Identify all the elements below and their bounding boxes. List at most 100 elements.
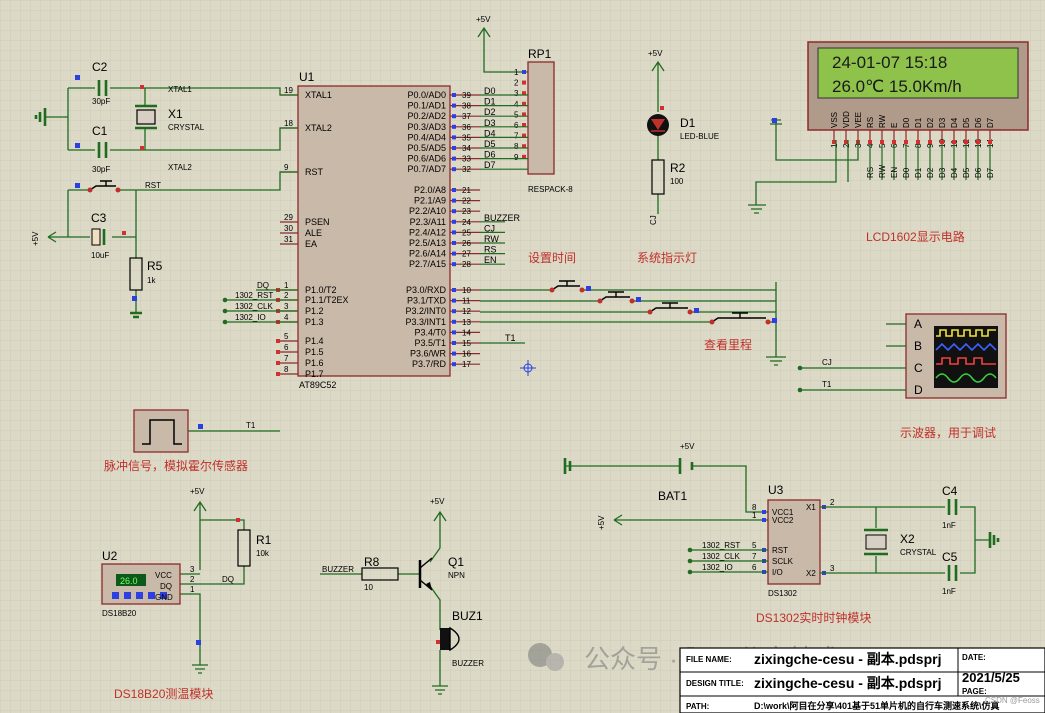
crystal-oscillator[interactable]: C2 30pF C1 30pF X1 CRYSTAL XTAL1 XTAL2 [34, 60, 298, 174]
data-bus-label: D5 [484, 139, 496, 149]
u2-ref: U2 [102, 549, 118, 563]
mcu-pin-num: 30 [284, 224, 293, 233]
q1-ref: Q1 [448, 555, 464, 569]
mcu-pin-name: P3.7/RD [412, 359, 447, 369]
d1-part: LED-BLUE [680, 132, 719, 141]
lcd1602[interactable]: 24-01-07 15:18 26.0℃ 15.0Km/h VSS1VDD2VE… [748, 41, 1029, 244]
rst-net: RST [145, 181, 161, 190]
buz1-ref: BUZ1 [452, 609, 483, 623]
ds-pin-dq: DQ [160, 582, 172, 591]
buzzer-driver[interactable]: +5V Q1 NPN R8 10 BUZZER BUZ1 BUZZER [320, 497, 484, 695]
rp1-pin-num: 4 [514, 100, 519, 109]
mcu-pin-name: P2.2/A10 [409, 206, 446, 216]
mcu-pin-name: P3.5/T1 [414, 338, 446, 348]
c4-ref: C4 [942, 484, 958, 498]
q1-part: NPN [448, 571, 465, 580]
mcu-pin-name: P3.0/RXD [406, 285, 447, 295]
scope-ch-d: D [914, 383, 923, 397]
lcd-pin-num: 1 [830, 143, 839, 148]
led-vcc-label: +5V [648, 49, 663, 58]
mcu-pin-num: 11 [462, 297, 471, 306]
mcu-pin-name: P3.2/INT0 [405, 306, 446, 316]
mcu-pin-name: P0.2/AD2 [407, 111, 446, 121]
mcu-pin-num: 37 [462, 112, 471, 121]
u3-part: DS1302 [768, 589, 797, 598]
file-name: zixingche-cesu - 副本.pdsprj [754, 651, 941, 667]
clk1302-net: 1302_CLK [235, 302, 273, 311]
data-bus-label: D1 [484, 97, 496, 107]
r8-val: 10 [364, 583, 373, 592]
mcu-pin-name: P3.1/TXD [407, 296, 447, 306]
lcd-pin-name: D2 [926, 117, 935, 128]
rtc-clk-net: 1302_CLK [702, 552, 740, 561]
led-circuit[interactable]: +5V D1 LED-BLUE R2 100 CJ 系统指示灯 [637, 49, 719, 265]
rtc-pin-name: X1 [806, 503, 816, 512]
r1-val: 10k [256, 549, 270, 558]
lcd-net-label: RS [866, 167, 875, 178]
p2-net-label: BUZZER [484, 213, 521, 223]
mcu-pin-name: P1.6 [305, 358, 324, 368]
mcu-pin-num: 13 [462, 318, 471, 327]
mcu-pin-name: P1.4 [305, 336, 324, 346]
ds-pinnum-1: 1 [190, 585, 195, 594]
mcu-pin-num: 34 [462, 144, 471, 153]
mcu-pin-num: 4 [284, 313, 289, 322]
scope-ch-b: B [914, 339, 922, 353]
button-array[interactable]: 设置时间 查看里程 [480, 251, 786, 366]
lcd-net-label: D4 [950, 167, 959, 178]
date-value: 2021/5/25 [962, 670, 1020, 685]
lcd-pin-name: D3 [938, 117, 947, 128]
rp1-part: RESPACK-8 [528, 185, 573, 194]
p2-net-label: RW [484, 234, 499, 244]
ds1302-rtc[interactable]: +5V BAT1 +5V U3 DS1302 VCC18VCC21RST5SCL… [563, 442, 1000, 625]
rtc-pin-num: 1 [752, 511, 757, 520]
oscilloscope[interactable]: A B C D CJ T1 示波器，用于调试 [797, 313, 1007, 440]
ds-pinnum-3: 3 [190, 565, 195, 574]
mcu-pin-name: RST [305, 167, 324, 177]
lcd-pin-num: 2 [842, 143, 851, 148]
pulse-caption: 脉冲信号，模拟霍尔传感器 [104, 458, 248, 473]
lcd-net-label: D6 [974, 167, 983, 178]
lcd-pin-name: E [890, 123, 899, 128]
c3-val: 10uF [91, 251, 109, 260]
file-name-label: FILE NAME: [686, 655, 732, 664]
buz1-part: BUZZER [452, 659, 484, 668]
scope-ch-c: C [914, 361, 923, 375]
ds18b20[interactable]: +5V R1 10k 26.0 VCC DQ GND 3 2 1 DQ U2 D… [101, 487, 272, 701]
csdn-mark: CSDN @Feoss [985, 696, 1040, 705]
lcd-pin-name: D1 [914, 117, 923, 128]
rtc-pin-name: VCC2 [772, 516, 794, 525]
reset-circuit[interactable]: RST C3 10uF R5 1k +5V [31, 171, 298, 319]
mcu-pin-name: P2.6/A14 [409, 249, 446, 259]
c3-ref: C3 [91, 211, 107, 225]
r2-ref: R2 [670, 161, 686, 175]
mcu-pin-name: P2.3/A11 [410, 217, 446, 227]
rp1-pin-num: 6 [514, 121, 519, 130]
mcu-pin-num: 29 [284, 213, 293, 222]
mcu-pin-num: 18 [284, 119, 293, 128]
pulse-generator[interactable]: T1 脉冲信号，模拟霍尔传感器 [104, 409, 280, 473]
r5-ref: R5 [147, 259, 163, 273]
rtc-pin-num: 5 [752, 541, 757, 550]
mcu-pin-name: P0.5/AD5 [407, 143, 446, 153]
lcd-line1: 24-01-07 15:18 [832, 53, 947, 72]
mcu-pin-num: 26 [462, 239, 471, 248]
lcd-pin-name: D5 [962, 117, 971, 128]
ds-pin-gnd: GND [155, 593, 173, 602]
data-bus-label: D2 [484, 107, 496, 117]
lcd-pin-name: RS [866, 117, 875, 128]
rp1-pin-num: 3 [514, 89, 519, 98]
rp1-pin-num: 1 [514, 68, 519, 77]
mcu-pin-num: 6 [284, 343, 289, 352]
mcu-pin-name: P2.7/A15 [409, 259, 446, 269]
set-time-label: 设置时间 [528, 251, 576, 265]
mcu-pin-name: P2.5/A13 [409, 238, 446, 248]
mcu-pin-num: 19 [284, 86, 293, 95]
r5-val: 1k [147, 276, 156, 285]
